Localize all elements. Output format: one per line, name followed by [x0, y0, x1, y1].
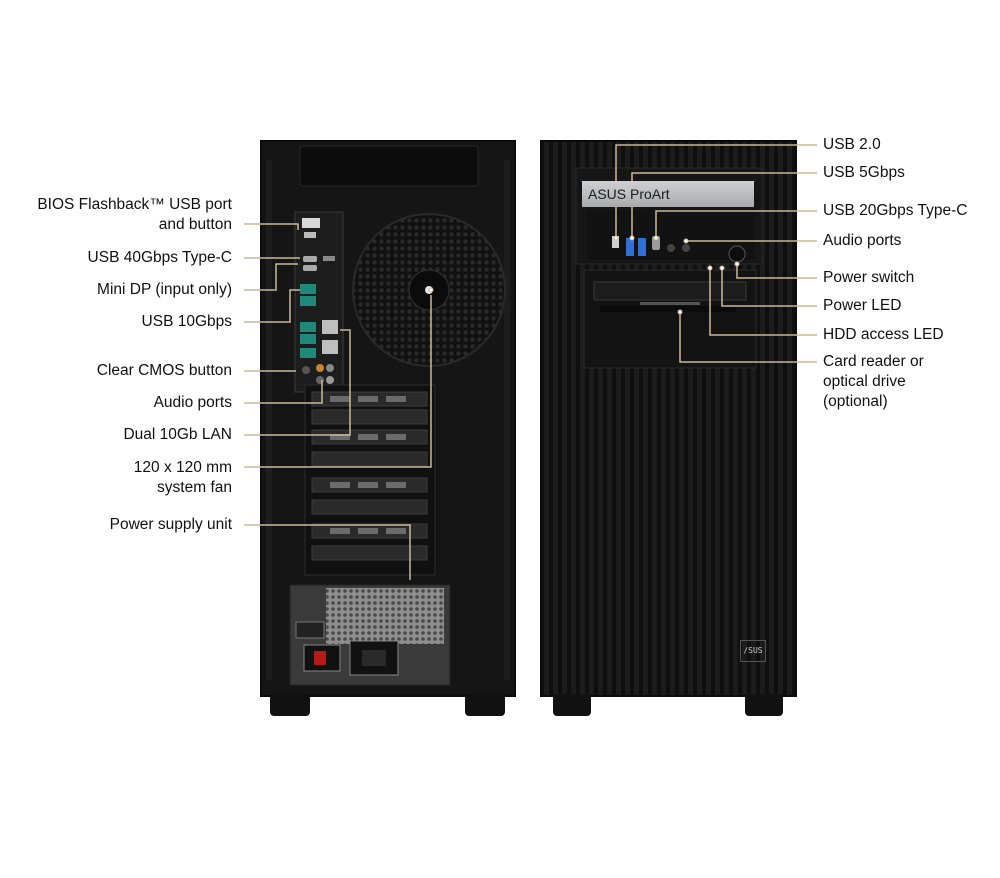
- label-bios-flashback: BIOS Flashback™ USB port and button: [37, 195, 232, 235]
- label-usb5: USB 5Gbps: [823, 164, 905, 181]
- leader-mini-dp: [244, 263, 298, 291]
- leader-dot: [428, 287, 434, 293]
- label-bios-flashback-line2: and button: [158, 216, 232, 233]
- leader-dot: [707, 265, 713, 271]
- leader-power-led: [721, 268, 817, 307]
- drive-bay: [583, 269, 757, 369]
- leader-psu: [244, 524, 411, 580]
- label-audio-front: Audio ports: [823, 232, 902, 249]
- label-bios-flashback-line1: BIOS Flashback™ USB port: [37, 196, 232, 213]
- leader-audio-rear: [244, 380, 323, 404]
- label-card-reader: Card reader or optical drive (optional): [823, 352, 924, 412]
- label-audio-rear: Audio ports: [153, 394, 232, 411]
- label-power-led: Power LED: [823, 297, 902, 314]
- leader-dot: [683, 238, 689, 244]
- label-usb20c: USB 20Gbps Type-C: [823, 202, 968, 219]
- label-fan-line1: 120 x 120 mm: [133, 459, 232, 476]
- leader-usb5: [631, 172, 817, 236]
- label-psu: Power supply unit: [109, 516, 232, 533]
- leader-dot: [677, 309, 683, 315]
- label-card-reader-line3: (optional): [823, 393, 888, 410]
- label-card-reader-line2: optical drive: [823, 373, 906, 390]
- leader-bios-flashback: [244, 223, 299, 230]
- expansion-slots: [304, 384, 436, 576]
- label-hdd-led: HDD access LED: [823, 326, 944, 343]
- leader-dot: [653, 235, 659, 241]
- asus-logo: /SUS: [740, 640, 766, 662]
- rear-chassis: [260, 140, 516, 716]
- front-brand-badge: ASUS ProArt: [582, 181, 754, 207]
- leader-card-reader: [679, 312, 817, 363]
- leader-lan: [244, 329, 351, 436]
- leader-usb20c: [655, 210, 817, 236]
- leader-dot: [719, 265, 725, 271]
- label-usb20: USB 2.0: [823, 136, 881, 153]
- front-chassis: [540, 140, 797, 716]
- leader-hdd-led: [709, 268, 817, 336]
- label-clear-cmos: Clear CMOS button: [96, 362, 232, 379]
- leader-power-switch: [736, 264, 817, 279]
- leader-dot: [629, 235, 635, 241]
- label-card-reader-line1: Card reader or: [823, 353, 924, 370]
- leader-dot: [613, 235, 619, 241]
- leader-fan: [244, 295, 432, 468]
- leader-usb10: [244, 289, 300, 323]
- label-fan: 120 x 120 mm system fan: [134, 458, 232, 498]
- leader-dot: [734, 261, 740, 267]
- label-lan: Dual 10Gb LAN: [123, 426, 232, 443]
- label-usb40: USB 40Gbps Type-C: [87, 249, 232, 266]
- label-fan-line2: system fan: [157, 479, 232, 496]
- power-supply-unit: [289, 584, 451, 686]
- label-usb10: USB 10Gbps: [141, 313, 232, 330]
- rear-io-shield: [294, 211, 344, 393]
- label-mini-dp: Mini DP (input only): [97, 281, 232, 298]
- leader-lines: [244, 144, 817, 580]
- label-power-switch: Power switch: [823, 269, 915, 286]
